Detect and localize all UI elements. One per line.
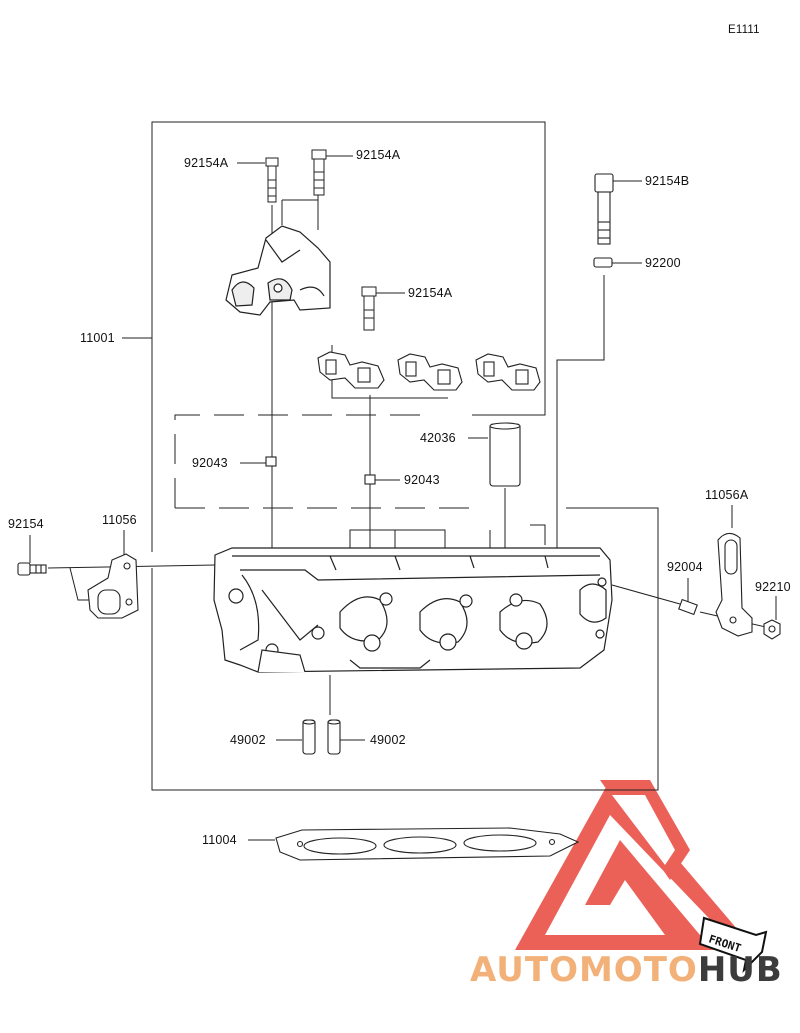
rocker-block-2-icon <box>397 353 463 391</box>
front-arrow-icon: FRONT <box>698 916 768 974</box>
gasket-11004-icon <box>275 827 580 861</box>
label-92004: 92004 <box>667 560 703 574</box>
bracket-11056-icon <box>87 553 139 619</box>
bolt-92154A-top-icon <box>311 149 327 196</box>
watermark-brand: AUTOMOTOHUB <box>470 950 783 990</box>
label-92154A-left: 92154A <box>184 156 229 170</box>
bracket-11056A-icon <box>715 532 753 637</box>
cylinder-head-icon <box>213 547 613 673</box>
dowel-pin-92043-icons <box>265 456 376 485</box>
pins-49002-icon <box>302 719 341 755</box>
diagram-id: E1111 <box>728 24 760 36</box>
label-92200: 92200 <box>645 256 681 270</box>
camshaft-holder-icon <box>225 225 331 316</box>
reference-lines <box>174 414 470 509</box>
bolt-92154A-mid-icon <box>361 286 377 331</box>
washer-92200-icon <box>593 257 613 268</box>
label-92154B: 92154B <box>645 174 690 188</box>
group-frame <box>122 121 659 791</box>
label-49002-left: 49002 <box>230 733 266 747</box>
bolt-92154B-icon <box>594 173 614 245</box>
tube-42036-icon <box>489 422 521 487</box>
label-92210: 92210 <box>755 580 791 594</box>
watermark-brand-part1: AUTOMOTO <box>470 950 698 990</box>
bolt-92154A-left-icon <box>265 157 279 203</box>
watermark-brand-part2: HUB <box>697 950 783 990</box>
label-11004: 11004 <box>202 833 237 847</box>
label-92154: 92154 <box>8 517 44 531</box>
stud-92004-icon <box>678 598 698 616</box>
watermark-logo-icon <box>515 780 755 950</box>
label-92154A-top: 92154A <box>356 148 401 162</box>
label-92154A-mid: 92154A <box>408 286 453 300</box>
label-11056: 11056 <box>102 513 137 527</box>
label-49002-right: 49002 <box>370 733 406 747</box>
label-92043-left: 92043 <box>192 456 228 470</box>
flange-bolt-92154-icon <box>17 562 47 576</box>
rocker-block-3-icon <box>475 353 541 391</box>
label-92043-mid: 92043 <box>404 473 440 487</box>
label-11001: 11001 <box>80 331 115 345</box>
nut-92210-icon <box>763 619 781 640</box>
rocker-block-1-icon <box>317 351 385 389</box>
label-11056A: 11056A <box>705 488 749 502</box>
label-42036: 42036 <box>420 431 456 445</box>
